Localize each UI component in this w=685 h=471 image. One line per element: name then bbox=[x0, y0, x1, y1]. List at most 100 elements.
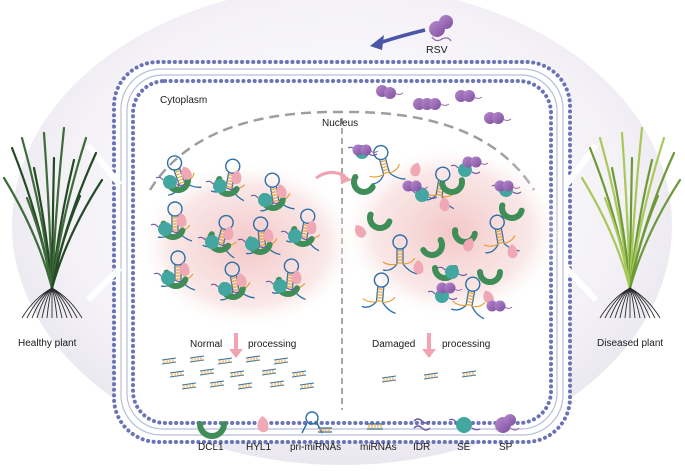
legend-item-sp: SP bbox=[495, 414, 520, 453]
dcl1 bbox=[452, 227, 478, 245]
legend: DCL1 HYL1 pri-miRNAs miRNAs IDR bbox=[197, 411, 520, 453]
processing-complex bbox=[197, 214, 237, 259]
hyl1-icon bbox=[257, 416, 269, 433]
pri-mirna bbox=[450, 276, 486, 320]
diseased-plant-icon bbox=[580, 126, 682, 319]
mirna bbox=[245, 355, 261, 363]
se bbox=[250, 193, 281, 207]
sp bbox=[486, 300, 513, 312]
sp bbox=[402, 180, 429, 192]
mirna bbox=[209, 380, 225, 388]
se-icon bbox=[448, 417, 481, 433]
normal-label: Normal bbox=[190, 339, 222, 350]
processing-complex bbox=[210, 261, 255, 301]
hyl1 bbox=[231, 170, 242, 185]
mirna bbox=[189, 355, 205, 363]
pri-mirna bbox=[382, 234, 418, 275]
hyl1 bbox=[181, 166, 193, 180]
pri-mirna bbox=[361, 272, 396, 315]
dcl1-icon bbox=[197, 421, 227, 439]
sp bbox=[494, 180, 521, 192]
sp bbox=[436, 282, 463, 294]
se bbox=[437, 265, 468, 279]
mirna bbox=[299, 382, 315, 390]
hyl1 bbox=[276, 184, 287, 199]
se bbox=[280, 229, 311, 243]
mirna bbox=[269, 380, 285, 388]
dcl1 bbox=[499, 202, 525, 221]
mirna bbox=[423, 372, 439, 380]
se bbox=[153, 271, 184, 285]
rsv-arrowhead bbox=[370, 35, 384, 50]
mirna bbox=[181, 382, 197, 390]
legend-item-idr: IDR bbox=[413, 418, 431, 453]
se bbox=[205, 179, 236, 193]
mirna-icon bbox=[367, 423, 383, 430]
hyl1 bbox=[463, 238, 474, 252]
hyl1 bbox=[291, 270, 302, 285]
hyl1 bbox=[413, 260, 424, 275]
hyl1 bbox=[306, 220, 317, 235]
mirna bbox=[161, 357, 177, 365]
legend-label-se: SE bbox=[457, 442, 471, 453]
hyl1 bbox=[507, 244, 518, 259]
processing-complex bbox=[205, 158, 246, 202]
legend-item-hyl1: HYL1 bbox=[246, 416, 271, 453]
cytoplasm-label: Cytoplasm bbox=[160, 95, 207, 106]
left-processing-complexes bbox=[150, 155, 321, 301]
hyl1 bbox=[223, 226, 234, 241]
mirna bbox=[229, 370, 245, 378]
dcl1 bbox=[477, 269, 503, 285]
damaged-processing-arrowhead bbox=[422, 349, 436, 358]
mirna bbox=[217, 357, 233, 365]
damaged-label: Damaged bbox=[372, 339, 415, 350]
se bbox=[155, 175, 186, 189]
right-damaged-components bbox=[347, 144, 525, 320]
pri-mirna-icon bbox=[301, 411, 332, 434]
legend-label-hyl1: HYL1 bbox=[246, 442, 271, 453]
normal-processing-arrowhead bbox=[229, 349, 243, 358]
processing-complex bbox=[280, 208, 321, 252]
mirna bbox=[199, 368, 215, 376]
mirna bbox=[273, 357, 289, 365]
nucleus-boundary bbox=[148, 110, 536, 191]
healthy-plant-icon bbox=[2, 126, 104, 319]
sp bbox=[462, 156, 489, 168]
legend-item-pri-mirna: pri-miRNAs bbox=[290, 411, 341, 453]
hyl1 bbox=[179, 262, 190, 277]
mirna bbox=[461, 370, 477, 378]
legend-label-mirnas: miRNAs bbox=[360, 442, 397, 453]
legend-label-sp: SP bbox=[499, 442, 513, 453]
pri-mirna bbox=[483, 214, 520, 254]
dcl1 bbox=[420, 237, 445, 258]
se bbox=[237, 237, 268, 251]
se bbox=[197, 235, 228, 249]
processing-complex bbox=[153, 250, 196, 291]
processing-label-right: processing bbox=[442, 339, 490, 350]
hyl1 bbox=[410, 162, 421, 177]
hyl1 bbox=[263, 228, 274, 243]
mirna bbox=[169, 370, 185, 378]
dcl1 bbox=[351, 174, 376, 195]
legend-label-idr: IDR bbox=[413, 442, 430, 453]
mirna-products-left bbox=[161, 355, 315, 390]
transition-arrowhead bbox=[340, 172, 352, 184]
hyl1 bbox=[355, 225, 367, 238]
dcl1 bbox=[367, 211, 393, 231]
mirna bbox=[261, 368, 277, 376]
rsv-particle-icon bbox=[429, 15, 453, 42]
hyl1 bbox=[439, 197, 450, 212]
cytoplasm-sp-cluster bbox=[376, 85, 512, 124]
legend-item-dcl1: DCL1 bbox=[197, 421, 227, 453]
processing-label-left: processing bbox=[248, 339, 296, 350]
se bbox=[427, 289, 458, 303]
healthy-plant-label: Healthy plant bbox=[18, 338, 77, 349]
mirna bbox=[237, 382, 253, 390]
legend-item-se: SE bbox=[448, 417, 481, 453]
pri-mirna bbox=[369, 144, 406, 185]
se bbox=[150, 222, 181, 236]
se bbox=[265, 279, 296, 293]
processing-complex bbox=[237, 216, 281, 256]
nucleus-label: Nucleus bbox=[322, 118, 358, 129]
